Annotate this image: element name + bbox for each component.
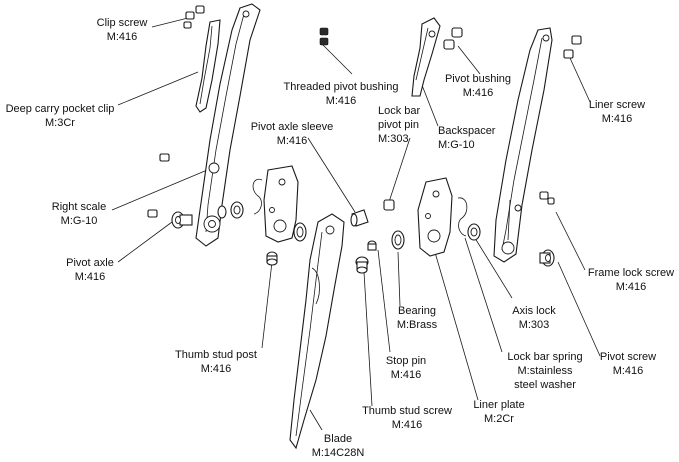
thumb-stud-post [266,251,278,266]
frame-lock-screw [539,191,555,205]
blade [289,213,345,450]
pivot-washers-left [217,201,244,219]
lock-bar-spring [457,197,468,237]
left-liner-plate [263,165,299,243]
clip-screws [183,5,205,29]
pivot-axle [171,211,193,229]
detent-spring-left [252,178,263,215]
liner-screws [563,35,582,59]
pivot-bushing [443,27,463,50]
thumb-stud-screw [355,256,369,274]
bearing-right [391,230,405,250]
stop-pin [367,240,377,251]
liner-plate [417,177,453,257]
deep-carry-pocket-clip [195,19,221,113]
scale-screws [147,153,170,218]
leader-lines [111,17,601,431]
threaded-pivot-bushing [319,27,329,46]
lock-bar-pivot-pin [383,199,395,211]
frame-handle [493,27,553,263]
backspacer [411,17,441,97]
right-scale [195,3,261,247]
pivot-screw [539,249,555,267]
pivot-axle-sleeve [350,209,369,227]
axis-lock [467,223,481,241]
bearing-left [293,222,307,242]
